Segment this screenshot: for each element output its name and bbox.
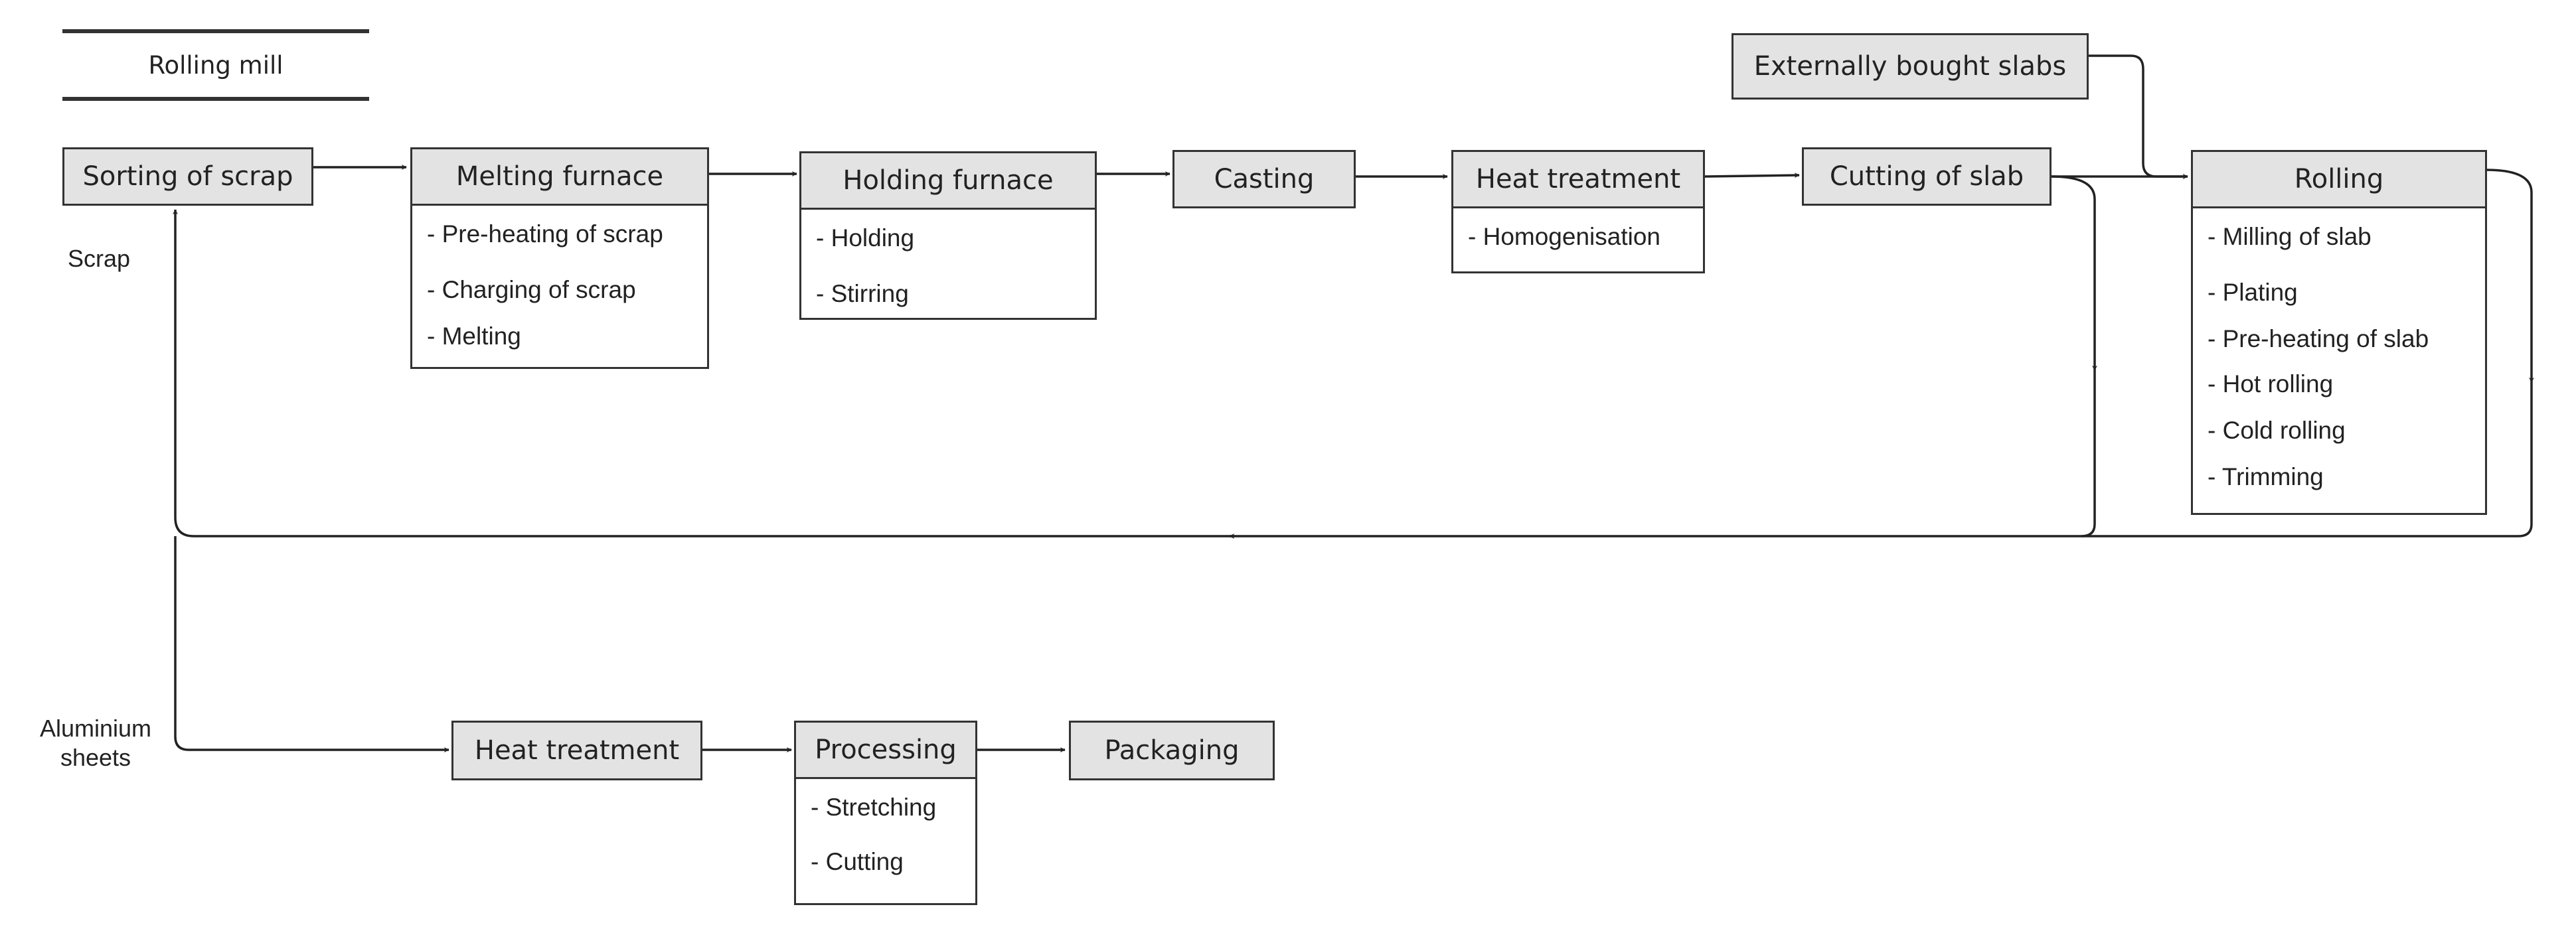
node-rolling-body: - Milling of slab - Plating - Pre-heatin… [2191,208,2487,515]
list-item: - Milling of slab [2208,223,2372,250]
list-item: - Stretching [811,794,937,821]
node-holding-furnace-label: Holding furnace [799,151,1097,210]
edge-cutting-scrap-down [2051,175,2097,371]
node-heat-treatment-bottom-label: Heat treatment [451,721,702,780]
node-cutting-of-slab-label: Cutting of slab [1802,147,2052,206]
edge-sheets-to-heat-treatment [174,536,449,752]
edge-scrap-to-sorting [173,209,1235,537]
node-melting-furnace-label: Melting furnace [410,147,709,206]
node-externally-bought-slabs-label: Externally bought slabs [1731,33,2089,100]
node-heat-treatment-top-body: - Homogenisation [1451,208,1705,273]
edge-scrap-return-line [1229,382,2533,539]
node-externally-bought-slabs: Externally bought slabs [1731,33,2089,100]
edge-label-line: Aluminium [40,715,152,742]
list-item: - Charging of scrap [427,276,636,303]
node-melting-furnace: Melting furnace - Pre-heating of scrap -… [410,147,709,369]
list-item: - Pre-heating of slab [2208,325,2429,352]
node-rolling-label: Rolling [2191,150,2487,208]
node-processing-label: Processing [794,721,977,779]
node-holding-furnace-body: - Holding - Stirring [799,210,1097,320]
list-item: - Cutting [811,848,904,875]
node-casting: Casting [1172,150,1356,208]
edge-label-aluminium-sheets: Aluminium sheets [40,714,151,772]
node-casting-label: Casting [1172,150,1356,208]
node-heat-treatment-bottom: Heat treatment [451,721,702,780]
diagram-title: Rolling mill [62,29,369,101]
node-rolling: Rolling - Milling of slab - Plating - Pr… [2191,150,2487,515]
list-item: - Plating [2208,279,2298,306]
node-processing-body: - Stretching - Cutting [794,779,977,905]
list-item: - Homogenisation [1468,223,1660,250]
edge-cutting-scrap-return [2081,370,2096,537]
list-item: - Hot rolling [2208,370,2334,397]
edge-rolling-scrap-down [2486,169,2534,383]
edge-label-line: sheets [60,744,131,771]
node-packaging-label: Packaging [1069,721,1275,780]
node-melting-furnace-body: - Pre-heating of scrap - Charging of scr… [410,206,709,369]
node-processing: Processing - Stretching - Cutting [794,721,977,905]
node-packaging: Packaging [1069,721,1275,780]
edge-label-scrap: Scrap [68,245,131,272]
edge-heat-treatment-to-cutting [1704,173,1800,179]
node-heat-treatment-top: Heat treatment - Homogenisation [1451,150,1705,273]
node-sorting-of-scrap-label: Sorting of scrap [62,147,313,206]
list-item: - Melting [427,322,521,350]
list-item: - Stirring [816,280,909,307]
list-item: - Pre-heating of scrap [427,220,663,248]
list-item: - Holding [816,224,915,251]
node-holding-furnace: Holding furnace - Holding - Stirring [799,151,1097,320]
list-item: - Cold rolling [2208,417,2346,444]
node-heat-treatment-top-label: Heat treatment [1451,150,1705,208]
node-sorting-of-scrap: Sorting of scrap [62,147,313,206]
list-item: - Trimming [2208,463,2324,490]
edge-external-slabs-to-rolling [2089,54,2188,179]
node-cutting-of-slab: Cutting of slab [1802,147,2052,206]
